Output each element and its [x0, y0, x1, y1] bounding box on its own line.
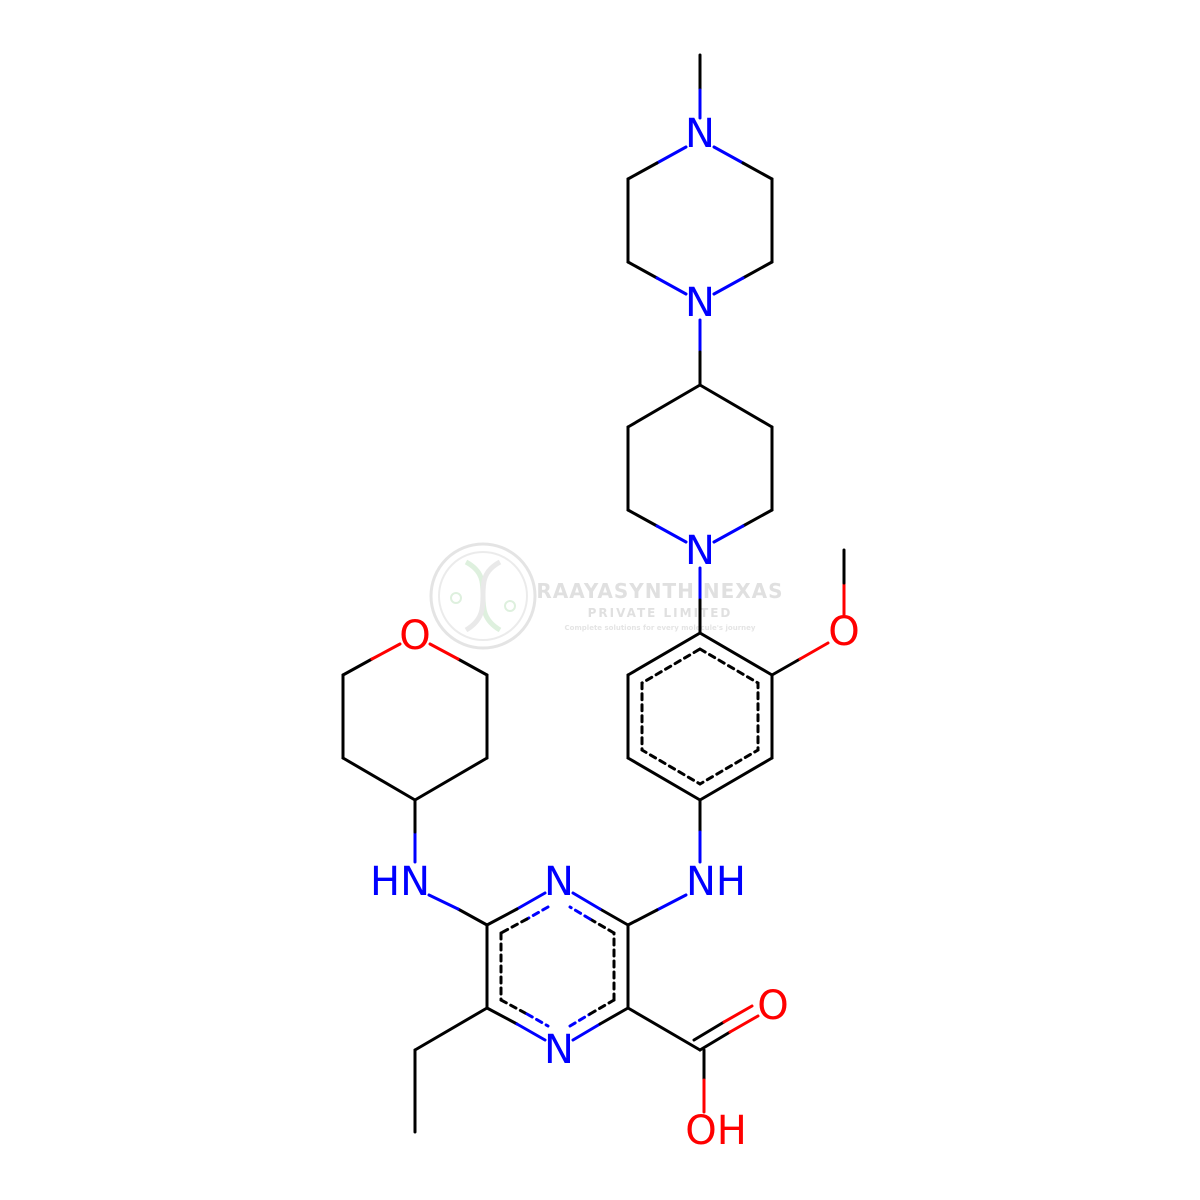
bond [370, 642, 402, 661]
aromatic-bond-inner [588, 917, 616, 935]
bond [712, 524, 745, 544]
atom-label-n-methylpiperazine: N [685, 111, 715, 157]
bond [598, 1006, 630, 1026]
bond [655, 893, 688, 912]
bond [712, 276, 745, 296]
bond [456, 657, 489, 677]
bond [515, 891, 547, 911]
bond [485, 1006, 519, 1026]
atom-labels: N N N O O HN NH N N O OH [370, 111, 860, 1154]
atom-label-o-carbonyl: O [757, 983, 788, 1029]
watermark-subtitle: PRIVATE LIMITED [588, 606, 733, 620]
bond [598, 907, 630, 927]
bond [741, 260, 774, 280]
bond [655, 145, 688, 165]
aromatic-bond-inner [525, 1012, 550, 1028]
bond [626, 631, 702, 677]
atom-label-n-piperazine-linked: N [685, 280, 715, 326]
bond [626, 908, 659, 927]
bond [341, 657, 374, 677]
bond [626, 1006, 702, 1052]
bond [655, 524, 688, 544]
bond [655, 276, 688, 296]
aromatic-bond-inner [525, 905, 550, 921]
aromatic-bond-inner [499, 998, 529, 1016]
watermark-tagline: Complete solutions for every molecule's … [565, 624, 756, 632]
bond [741, 508, 774, 528]
bond [712, 145, 745, 165]
watermark-ring [429, 542, 537, 650]
bond [571, 1022, 602, 1042]
bond [741, 161, 774, 181]
watermark-dot-icon [504, 600, 516, 612]
bond [626, 756, 702, 802]
atom-label-o-methoxy: O [828, 609, 859, 655]
atom-label-oh-acid: OH [685, 1108, 747, 1154]
bond [413, 756, 489, 802]
aromatic-ring-inner [640, 647, 760, 786]
bond [571, 891, 602, 911]
bond [413, 1006, 489, 1052]
bond [427, 893, 460, 911]
watermark: RAAYASYNTH NEXAS PRIVATE LIMITED Complet… [429, 542, 783, 650]
bond [698, 1030, 732, 1052]
bond [515, 1022, 547, 1042]
atom-label-o-oxane: O [399, 613, 430, 659]
bond [485, 907, 519, 927]
aromatic-bond-inner [568, 1012, 592, 1028]
atom-label-n-pyrazine-bottom: N [544, 1027, 574, 1073]
atom-label-n-piperidine: N [685, 528, 715, 574]
atom-label-nh-left: HN [370, 859, 430, 905]
bond [722, 1004, 754, 1024]
aromatic-bond-inner [568, 905, 592, 921]
aromatic-bond-inner [499, 917, 529, 935]
dna-strand-icon [464, 559, 502, 633]
atom-label-n-pyrazine-top: N [544, 859, 574, 905]
bond [698, 631, 774, 677]
bonds [341, 53, 846, 1134]
bond [692, 1020, 726, 1042]
bond [728, 1014, 760, 1034]
bond [626, 383, 702, 429]
aromatic-bond-inner [588, 998, 616, 1016]
bond [770, 657, 802, 677]
watermark-inner-ring [438, 551, 528, 641]
watermark-dot-icon [450, 592, 462, 604]
atom-label-nh-right: NH [686, 859, 746, 905]
watermark-title: RAAYASYNTH NEXAS [536, 579, 783, 603]
bond [428, 642, 460, 661]
bond [626, 508, 659, 528]
bond [698, 383, 774, 429]
bond [341, 756, 417, 802]
bond [698, 756, 774, 802]
bond [798, 641, 830, 661]
bond [626, 260, 659, 280]
bond [456, 907, 489, 927]
bond [626, 161, 659, 181]
